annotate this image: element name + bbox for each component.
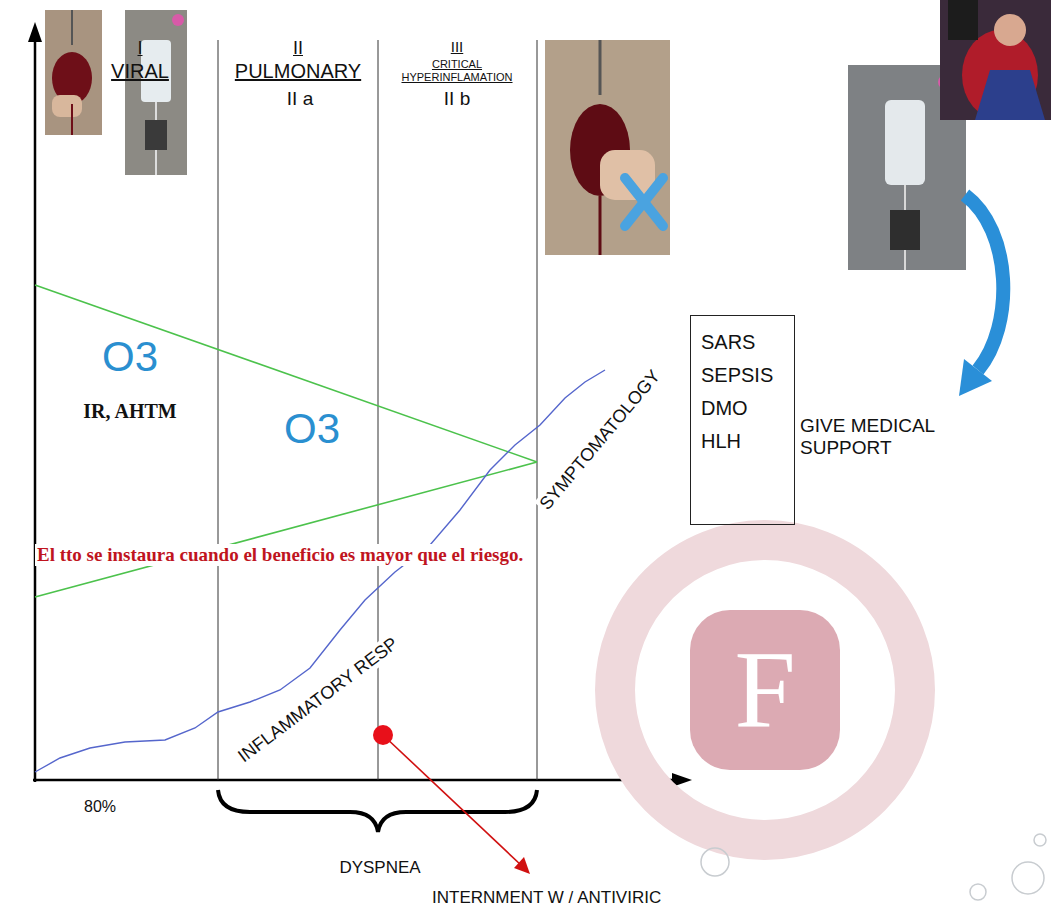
phase-divider	[378, 40, 379, 780]
phase-divider	[218, 40, 537, 780]
saline-bottle-photo	[885, 100, 925, 185]
axes	[28, 22, 692, 787]
blood-bag-photo	[599, 196, 602, 255]
bubble-decoration	[1034, 834, 1046, 846]
ozone-label: O3	[284, 405, 340, 453]
blood-bag-photo	[599, 40, 602, 95]
presenter-photo	[948, 0, 978, 40]
phase-title: PULMONARY	[235, 60, 361, 83]
blood-bag-photo	[52, 95, 82, 117]
saline-bottle-photo	[172, 14, 184, 26]
axes	[34, 40, 37, 782]
axes	[28, 22, 42, 42]
blood-bag-photo	[625, 178, 663, 226]
saline-bottle-photo	[145, 120, 167, 150]
saline-bottle-photo	[890, 210, 920, 250]
benefit-risk-line	[35, 285, 537, 597]
curved-arrow	[965, 195, 1003, 370]
watermark-logo	[690, 610, 840, 770]
presenter-photo	[994, 14, 1026, 46]
blood-bag-photo	[545, 40, 670, 255]
watermark-logo	[615, 540, 915, 840]
blood-bag-photo	[45, 10, 102, 135]
bubble-decoration	[1012, 862, 1044, 894]
blood-bag-photo	[545, 40, 670, 255]
saline-bottle-photo	[125, 10, 187, 175]
blood-bag-photo	[625, 178, 663, 226]
condition-box: SARS SEPSIS DMO HLH	[690, 315, 795, 525]
action-label: INTERNMENT W / ANTIVIRIC	[432, 888, 661, 908]
note-text: El tto se instaura cuando el beneficio e…	[35, 544, 525, 566]
action-label: GIVE MEDICAL SUPPORT	[800, 415, 950, 459]
subphase-label: II a	[287, 88, 313, 110]
curve-label: SYMPTOMATOLOGY	[534, 364, 666, 515]
phase-divider	[218, 40, 219, 780]
symptom-curve	[35, 370, 605, 772]
subphase-label: II b	[444, 88, 470, 110]
phase-title: VIRAL	[111, 60, 169, 83]
red-pointer	[383, 735, 522, 866]
curved-arrow	[959, 195, 1003, 396]
dyspnea-brace	[218, 790, 537, 832]
condition-list: SARS SEPSIS DMO HLH	[691, 316, 783, 468]
blood-bag-photo	[71, 104, 73, 135]
symptom-label: DYSPNEA	[339, 858, 420, 878]
bubble-decoration	[701, 848, 729, 876]
phase-number: II	[293, 38, 303, 59]
benefit-risk-line	[35, 285, 537, 462]
watermark-logo	[615, 540, 915, 840]
phase-title: CRITICAL HYPERINFLAMATION	[401, 58, 513, 83]
bubble-decoration	[701, 834, 1046, 900]
presenter-photo	[940, 0, 1051, 120]
saline-bottle-photo	[125, 10, 187, 175]
bubble-decoration	[970, 884, 986, 900]
watermark-letter: F	[734, 627, 795, 754]
percent-label: 80%	[84, 798, 116, 816]
blood-bag-photo	[45, 10, 102, 135]
phase-number: III	[451, 38, 464, 55]
phase-number: I	[137, 38, 142, 59]
benefit-risk-line	[35, 462, 537, 597]
ozone-label: O3	[102, 333, 158, 381]
red-pointer	[373, 725, 393, 745]
red-pointer	[373, 725, 530, 874]
blood-bag-photo	[71, 10, 73, 45]
axes	[33, 779, 672, 782]
phase-divider	[537, 40, 538, 780]
treatment-label: IR, AHTM	[83, 400, 176, 423]
curved-arrow	[959, 359, 992, 396]
presenter-photo	[975, 70, 1045, 120]
presenter-photo	[940, 0, 1051, 120]
red-pointer	[514, 857, 530, 874]
